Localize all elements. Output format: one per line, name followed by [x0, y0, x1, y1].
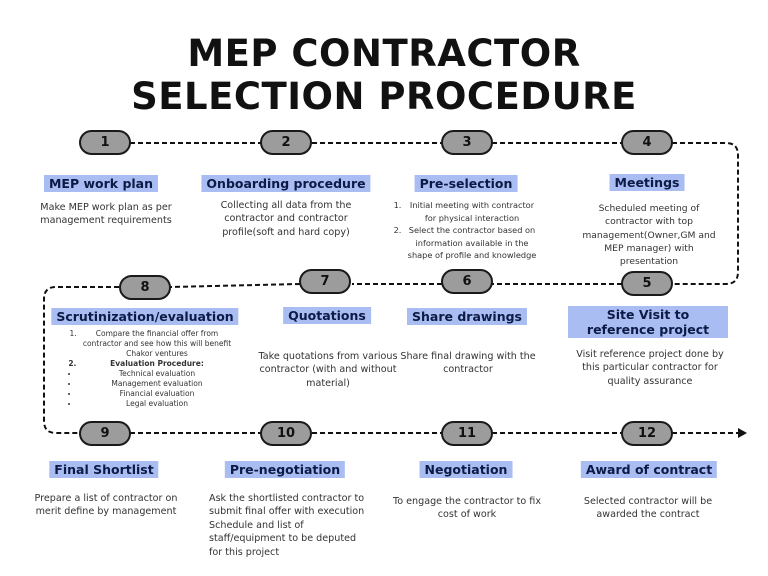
- step-4-number: 4: [621, 130, 673, 155]
- flow-end-arrow: [738, 428, 747, 438]
- step-5-description: Visit reference project done by this par…: [576, 349, 724, 387]
- step-10-number: 10: [260, 421, 312, 446]
- step-8-description: Compare the financial offer from contrac…: [65, 329, 235, 409]
- step-7-label: Quotations: [283, 307, 371, 324]
- step-3-description: Initial meeting with contractor for phys…: [390, 199, 540, 262]
- step-8-number: 8: [119, 275, 171, 300]
- step-12-number: 12: [621, 421, 673, 446]
- step-6-description: Share final drawing with the contractor: [400, 351, 536, 376]
- step-2-number: 2: [260, 130, 312, 155]
- step-3-item-1: Initial meeting with contractor for phys…: [404, 199, 540, 224]
- step-6-label: Share drawings: [407, 308, 527, 325]
- step-4-label: Meetings: [609, 174, 685, 191]
- step-11-label: Negotiation: [419, 461, 513, 478]
- step-11-number: 11: [441, 421, 493, 446]
- step-3-number: 3: [441, 130, 493, 155]
- connector-4-5: [672, 142, 739, 285]
- step-2-label: Onboarding procedure: [201, 175, 371, 192]
- page-title-line-1: MEP CONTRACTOR: [187, 32, 581, 75]
- step-2-description: Collecting all data from the contractor …: [220, 200, 352, 238]
- step-8-item-2: Evaluation Procedure:: [79, 359, 235, 369]
- step-5-label: Site Visit to reference project: [568, 306, 728, 338]
- step-1-number: 1: [79, 130, 131, 155]
- step-8-label: Scrutinization/evaluation: [51, 308, 239, 325]
- connector-7-8: [169, 283, 301, 288]
- step-9-number: 9: [79, 421, 131, 446]
- page-title-line-2: SELECTION PROCEDURE: [131, 75, 637, 118]
- step-10-label: Pre-negotiation: [224, 461, 346, 478]
- step-7-number: 7: [299, 269, 351, 294]
- step-7-description: Take quotations from various contractor …: [258, 351, 398, 389]
- step-8-item-1: Compare the financial offer from contrac…: [79, 329, 235, 359]
- step-10-description: Ask the shortlisted contractor to submit…: [209, 493, 365, 558]
- connector-8-9: [43, 286, 119, 434]
- step-12-label: Award of contract: [580, 461, 718, 478]
- step-8-eval-legal: Legal evaluation: [79, 399, 235, 409]
- step-11-description: To engage the contractor to fix cost of …: [392, 496, 542, 521]
- step-6-number: 6: [441, 269, 493, 294]
- step-3-label: Pre-selection: [414, 175, 518, 192]
- step-12-description: Selected contractor will be awarded the …: [583, 496, 713, 521]
- step-4-description: Scheduled meeting of contractor with top…: [582, 203, 716, 268]
- step-8-eval-management: Management evaluation: [79, 379, 235, 389]
- step-5-number: 5: [621, 271, 673, 296]
- step-3-item-2: Select the contractor based on informati…: [404, 224, 540, 262]
- step-8-eval-technical: Technical evaluation: [79, 369, 235, 379]
- step-9-label: Final Shortlist: [49, 461, 159, 478]
- step-9-description: Prepare a list of contractor on merit de…: [34, 493, 178, 518]
- step-1-description: Make MEP work plan as per management req…: [40, 202, 172, 227]
- step-1-label: MEP work plan: [43, 175, 159, 192]
- step-8-eval-financial: Financial evaluation: [79, 389, 235, 399]
